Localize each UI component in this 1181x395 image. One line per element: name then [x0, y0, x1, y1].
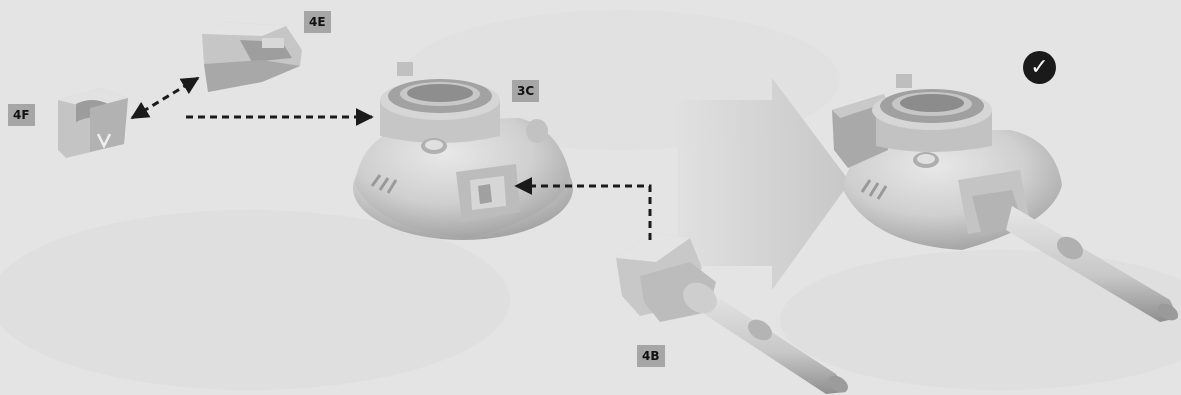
part-4e [202, 22, 302, 92]
transition-arrow [678, 78, 850, 290]
part-label-4e: 4E [304, 11, 331, 33]
check-circle-icon: ✓ [1023, 51, 1056, 84]
part-label-3c: 3C [512, 80, 539, 102]
part-label-4f: 4F [8, 104, 35, 126]
arrow-4f-to-4e [132, 78, 198, 118]
part-4f [58, 88, 128, 158]
part-label-4b: 4B [637, 345, 665, 367]
